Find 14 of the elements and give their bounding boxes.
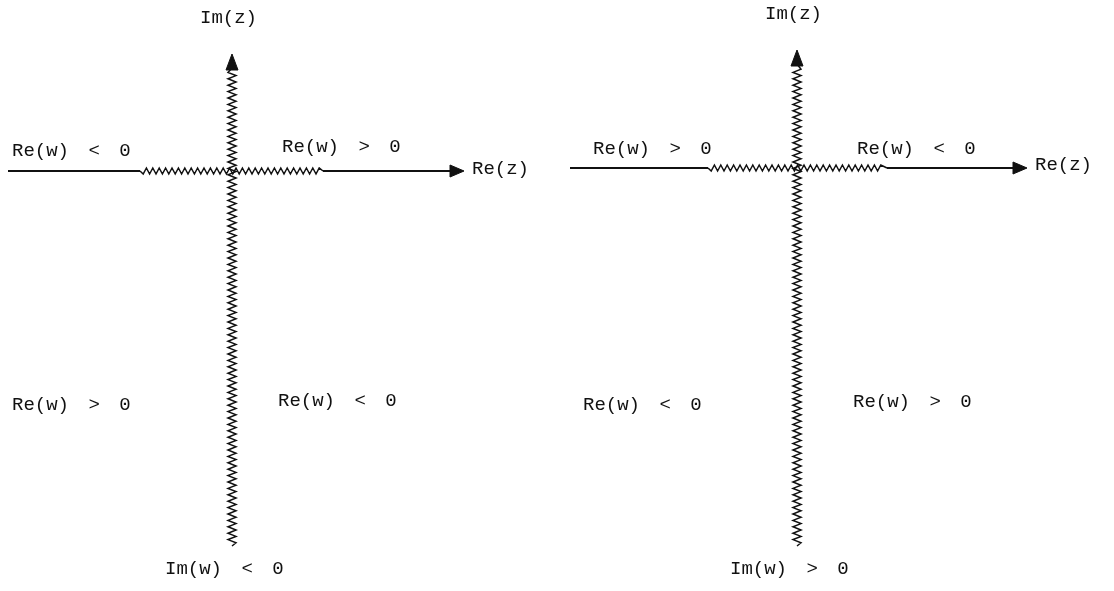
region-label: Re(w) < 0	[278, 389, 397, 413]
axis-label: Re(z)	[472, 157, 529, 181]
branch-label: Im(w) < 0	[165, 557, 284, 581]
region-label: Re(w) < 0	[583, 393, 702, 417]
region-label: Re(w) < 0	[12, 139, 131, 163]
axis-label: Im(z)	[765, 2, 822, 26]
axis-label: Im(z)	[200, 6, 257, 30]
region-label: Re(w) > 0	[12, 393, 131, 417]
region-label: Re(w) > 0	[282, 135, 401, 159]
axis-label: Re(z)	[1035, 153, 1092, 177]
branch-label: Im(w) > 0	[730, 557, 849, 581]
region-label: Re(w) > 0	[853, 390, 972, 414]
region-label: Re(w) < 0	[857, 137, 976, 161]
region-label: Re(w) > 0	[593, 137, 712, 161]
